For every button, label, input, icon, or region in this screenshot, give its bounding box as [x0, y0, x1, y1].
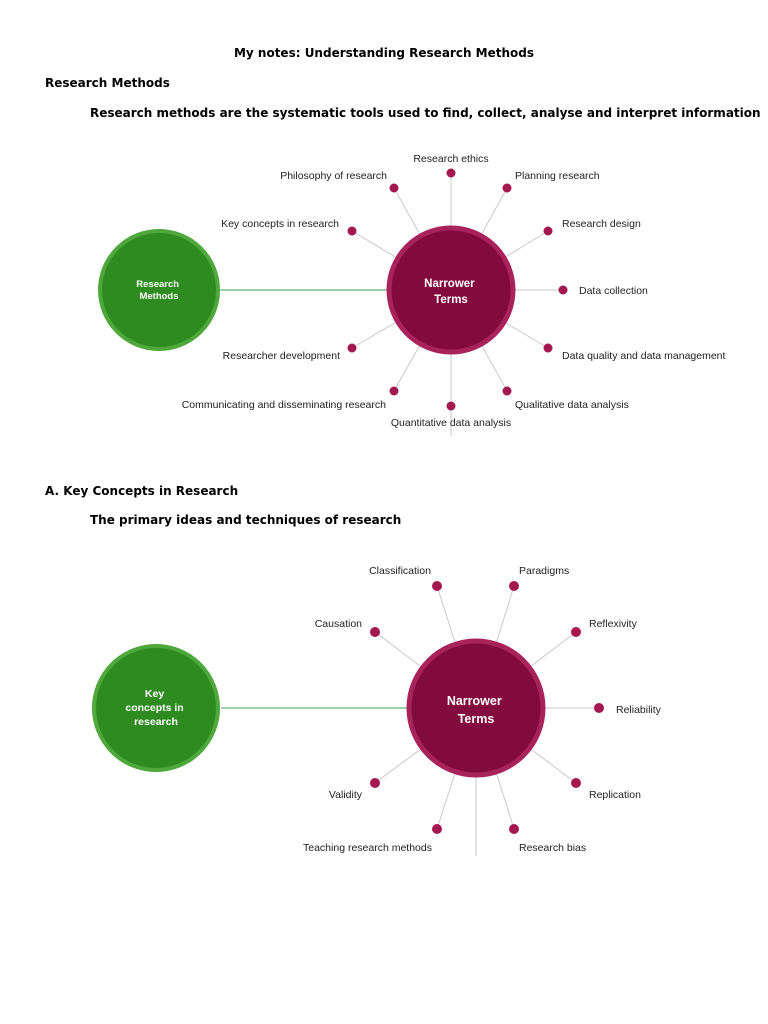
term-qualitative-data-analysis: Qualitative data analysis: [515, 399, 629, 411]
page-title: My notes: Understanding Research Methods: [233, 46, 535, 60]
narrower-terms-node: Narrower Terms: [386, 225, 516, 355]
term-researcher-development: Researcher development: [223, 350, 340, 362]
term-dot: [509, 581, 519, 591]
main-node-label-line2: Methods: [139, 291, 178, 302]
narrower-terms-label-line2: Terms: [458, 712, 495, 726]
term-key-concepts: Key concepts in research: [221, 218, 339, 230]
main-node-label-line1: Research: [136, 279, 179, 290]
term-dot: [509, 824, 519, 834]
term-reflexivity: Reflexivity: [589, 618, 638, 630]
term-causation: Causation: [315, 618, 362, 630]
term-dot: [446, 401, 456, 411]
term-dot: [432, 581, 442, 591]
svg-text:Key concepts in re: Key concepts in research: [125, 688, 186, 728]
term-dot: [571, 778, 581, 788]
narrower-terms-label-line1: Narrower: [447, 694, 502, 708]
main-node-label-line1: Key: [145, 688, 164, 700]
section-heading-key-concepts: A. Key Concepts in Research: [45, 484, 239, 498]
term-planning-research: Planning research: [515, 170, 600, 182]
section-heading-research-methods: Research Methods: [45, 76, 170, 90]
term-dot: [571, 627, 581, 637]
narrower-terms-node: Narrower Terms: [406, 638, 546, 778]
term-quantitative-data-analysis: Quantitative data analysis: [391, 417, 511, 429]
term-data-collection: Data collection: [579, 285, 648, 297]
term-classification: Classification: [369, 565, 431, 577]
term-replication: Replication: [589, 789, 641, 801]
term-data-quality: Data quality and data management: [562, 350, 726, 362]
term-teaching-research-methods: Teaching research methods: [303, 842, 432, 854]
term-dot: [370, 627, 380, 637]
term-research-design: Research design: [562, 218, 641, 230]
term-communicating-research: Communicating and disseminating research: [182, 399, 386, 411]
term-dot: [347, 343, 357, 353]
research-methods-diagram: Research Methods Narrower Terms Research…: [98, 153, 726, 436]
section-description-key-concepts: The primary ideas and techniques of rese…: [90, 513, 402, 527]
term-dot: [558, 285, 568, 295]
svg-text:Narrower Terms: Narrower Terms: [447, 694, 505, 726]
main-node-label-line3: research: [134, 716, 178, 728]
term-dot: [543, 226, 553, 236]
term-dot: [502, 386, 512, 396]
term-research-bias: Research bias: [519, 842, 586, 854]
section-description-research-methods: Research methods are the systematic tool…: [90, 106, 761, 120]
term-dot: [543, 343, 553, 353]
main-node-label-line2: concepts in: [125, 702, 183, 714]
term-dot: [389, 386, 399, 396]
term-philosophy-of-research: Philosophy of research: [280, 170, 387, 182]
term-research-ethics: Research ethics: [413, 153, 488, 165]
key-concepts-diagram: Key concepts in research Narrower Terms …: [92, 565, 662, 856]
term-reliability: Reliability: [616, 704, 662, 716]
term-paradigms: Paradigms: [519, 565, 569, 577]
narrower-terms-label-line2: Terms: [434, 294, 468, 306]
svg-text:Research Methods: Research Methods: [136, 279, 181, 302]
term-dot: [446, 168, 456, 178]
term-dot: [594, 703, 604, 713]
narrower-terms-label-line1: Narrower: [424, 278, 475, 290]
term-validity: Validity: [329, 789, 363, 801]
main-node-research-methods: Research Methods: [98, 229, 220, 351]
term-dot: [389, 183, 399, 193]
term-dot: [502, 183, 512, 193]
svg-text:Narrower Terms: Narrower Terms: [424, 278, 478, 306]
term-dot: [432, 824, 442, 834]
term-dot: [347, 226, 357, 236]
term-dot: [370, 778, 380, 788]
main-node-key-concepts: Key concepts in research: [92, 644, 220, 772]
